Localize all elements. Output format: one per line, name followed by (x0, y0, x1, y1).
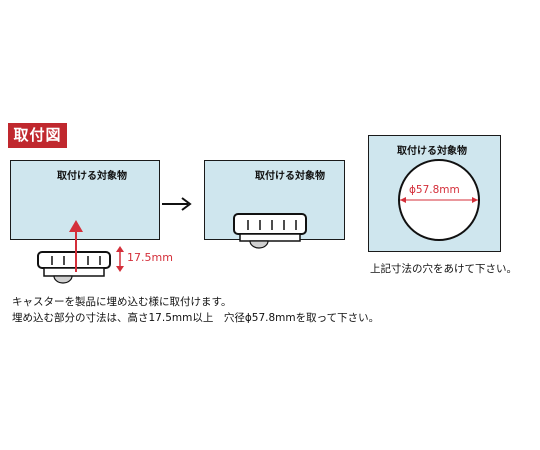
target-object-label-before: 取付ける対象物 (57, 171, 127, 182)
hole-note-caption: 上記寸法の穴をあけて下さい。 (370, 263, 517, 275)
insertion-arrow-icon (69, 220, 83, 272)
instruction-line-2: 埋め込む部分の寸法は、高さ17.5mm以上 穴径ϕ57.8mmを取って下さい。 (12, 312, 380, 324)
hole-panel-label: 取付ける対象物 (397, 146, 467, 157)
target-object-label-after: 取付ける対象物 (255, 171, 325, 182)
caster-icon-before (37, 251, 111, 284)
caster-icon-embedded (233, 213, 307, 249)
height-dimension-icon (116, 246, 124, 272)
height-dimension-label: 17.5mm (127, 251, 173, 264)
section-title-badge: 取付図 (8, 123, 67, 148)
instruction-line-1: キャスターを製品に埋め込む様に取付けます。 (12, 296, 232, 308)
target-object-panel-before (10, 160, 160, 240)
hole-diameter-label: ϕ57.8mm (408, 184, 461, 196)
hole-circle-icon (398, 159, 480, 241)
transition-arrow-icon (162, 197, 192, 211)
